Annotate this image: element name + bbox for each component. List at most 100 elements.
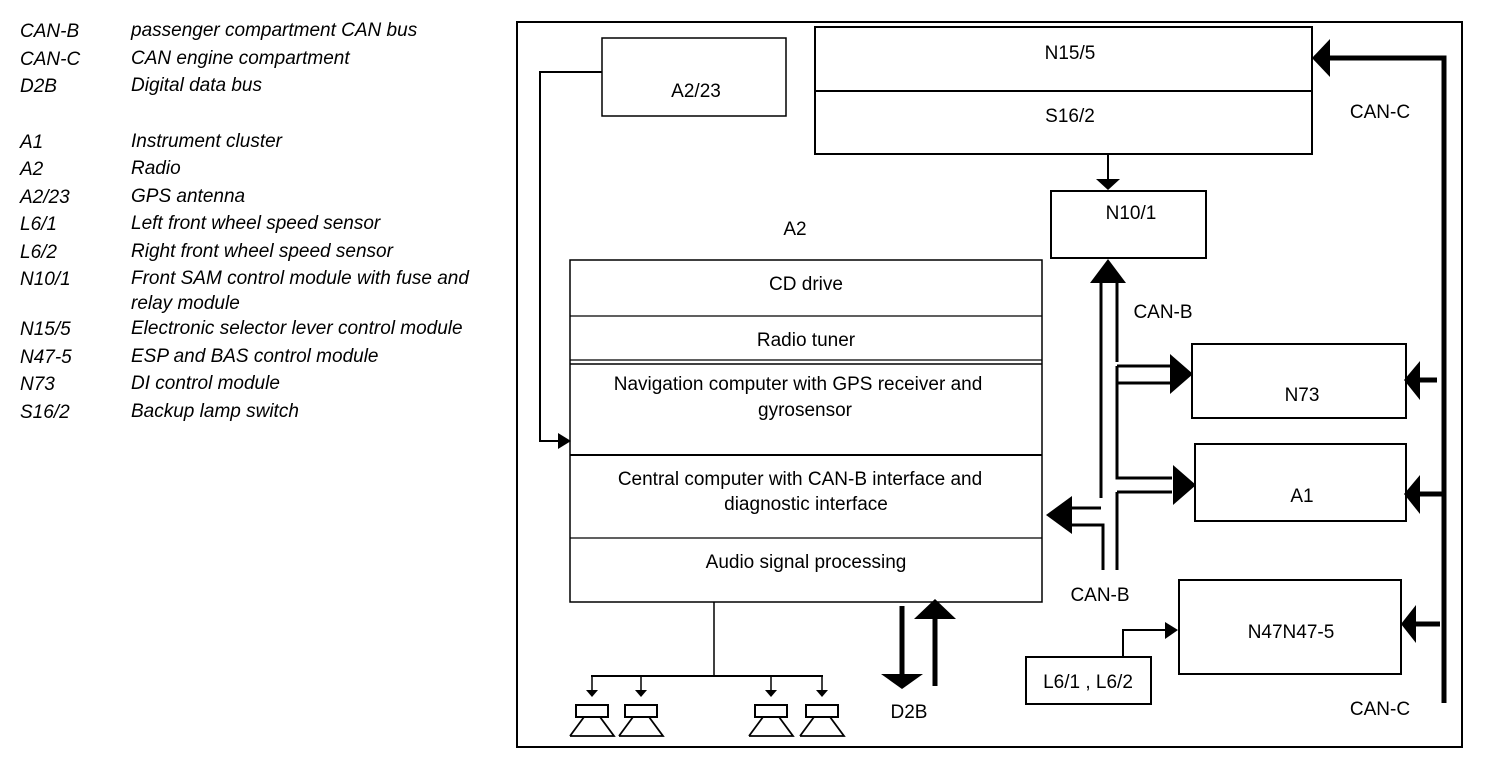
arrow-down-icon (1096, 179, 1120, 190)
n47-block: N47N47-5 (1178, 579, 1402, 675)
arrow-right-icon (558, 433, 571, 449)
arrow-up-icon (914, 599, 956, 619)
can-b-bus (1072, 259, 1172, 570)
s16-2-label: S16/2 (1045, 106, 1095, 127)
nav-computer-label: Navigation computer with GPS receiver an… (614, 374, 983, 395)
legend-code: N15/5 (20, 319, 71, 340)
bus-line (1072, 523, 1105, 570)
arrow-left-icon (1401, 605, 1416, 643)
legend-code: N47-5 (20, 346, 72, 368)
arrow-left-icon (1312, 39, 1330, 77)
n47-label: N47N47-5 (1248, 622, 1335, 643)
can-c-top-label: CAN-C (1350, 102, 1410, 123)
n10-1-box (1050, 190, 1207, 259)
legend: CAN-B passenger compartment CAN bus CAN-… (20, 18, 470, 426)
legend-description: Front SAM control module with fuse and r… (131, 268, 469, 314)
n15-5-label: N15/5 (1045, 43, 1096, 64)
gps-antenna-label: A2/23 (671, 81, 721, 102)
legend-code: CAN-C (20, 48, 81, 70)
diagram-frame (516, 21, 1463, 748)
arrow-up-icon (1090, 259, 1126, 283)
n15-s16-block: N15/5 S16/2 (814, 26, 1313, 155)
legend-entry-can-b: CAN-B passenger compartment CAN bus (20, 18, 470, 46)
legend-description: Backup lamp switch (131, 400, 299, 422)
speaker-icon (799, 676, 846, 737)
can-c-bus-line (1314, 55, 1447, 703)
n73-block: N73 (1191, 343, 1407, 419)
speakers (569, 676, 846, 737)
legend-entry-a2-23: A2/23 GPS antenna (20, 184, 470, 212)
legend-entry-d2b: D2B Digital data bus (20, 73, 470, 101)
legend-description: Instrument cluster (131, 130, 282, 152)
n10-1-label: N10/1 (1106, 203, 1157, 224)
central-computer-label-2: diagnostic interface (724, 494, 888, 515)
arrow-down-icon (881, 674, 923, 689)
legend-description: Right front wheel speed sensor (131, 240, 393, 262)
n73-label: N73 (1285, 385, 1320, 406)
legend-entry-l6-1: L6/1 Left front wheel speed sensor (20, 211, 470, 239)
legend-entry-n73: N73 DI control module (20, 371, 470, 399)
n10-1-block: N10/1 (1050, 190, 1207, 259)
legend-description: Electronic selector lever control module (131, 318, 463, 339)
wheel-sensors-block: L6/1 , L6/2 (1025, 656, 1152, 705)
legend-description: Radio (131, 158, 181, 179)
arrow-right-icon (1170, 354, 1193, 394)
legend-description: passenger compartment CAN bus (131, 20, 418, 41)
legend-entry-n47-5: N47-5 ESP and BAS control module (20, 344, 470, 372)
can-c-bottom-label: CAN-C (1350, 699, 1410, 720)
speaker-icon (748, 676, 795, 737)
a1-label: A1 (1290, 486, 1313, 507)
legend-entry-n15-5: N15/5 Electronic selector lever control … (20, 316, 470, 344)
legend-code: L6/2 (20, 241, 57, 263)
legend-entry-s16-2: S16/2 Backup lamp switch (20, 399, 470, 427)
legend-description: ESP and BAS control module (131, 345, 379, 367)
can-b-top-label: CAN-B (1133, 302, 1192, 323)
legend-code: N73 (20, 374, 55, 395)
gps-antenna-block: A2/23 (601, 37, 787, 117)
legend-code: A2 (20, 159, 44, 180)
sensor-signal-line (1122, 629, 1167, 657)
legend-code: A1 (20, 131, 44, 153)
wheel-sensors-label: L6/1 , L6/2 (1043, 672, 1133, 693)
speaker-icon (618, 676, 665, 737)
legend-code: S16/2 (20, 401, 70, 423)
radio-tuner-label: Radio tuner (757, 330, 856, 351)
legend-code: L6/1 (20, 214, 57, 235)
bus-line (1115, 383, 1172, 480)
legend-description: DI control module (131, 373, 280, 394)
d2b-label: D2B (891, 702, 928, 723)
speaker-icon (569, 676, 616, 737)
radio-box (569, 259, 1043, 603)
gps-antenna-box (601, 37, 787, 117)
legend-entry-n10-1: N10/1 Front SAM control module with fuse… (20, 266, 470, 316)
legend-code: A2/23 (20, 186, 70, 208)
arrow-right-icon (1165, 622, 1178, 639)
audio-processing-label: Audio signal processing (706, 552, 907, 573)
arrow-right-icon (1173, 465, 1196, 505)
legend-code: CAN-B (20, 21, 80, 42)
legend-description: Digital data bus (131, 75, 262, 96)
n73-box (1191, 343, 1407, 419)
radio-block: CD drive Radio tuner Navigation computer… (569, 259, 1043, 603)
cd-drive-label: CD drive (769, 274, 843, 295)
gps-signal-line (539, 71, 602, 442)
legend-entry-a2: A2 Radio (20, 156, 470, 184)
arrow-left-icon (1046, 496, 1072, 534)
a1-block: A1 (1194, 443, 1407, 522)
legend-entry-l6-2: L6/2 Right front wheel speed sensor (20, 239, 470, 267)
legend-description: Left front wheel speed sensor (131, 213, 381, 234)
can-b-bottom-label: CAN-B (1070, 585, 1129, 606)
arrow-left-icon (1404, 475, 1420, 514)
legend-code: D2B (20, 76, 57, 97)
radio-label: A2 (783, 219, 806, 240)
central-computer-label: Central computer with CAN-B interface an… (618, 469, 982, 490)
wheel-sensors-box (1025, 656, 1152, 705)
n47-box (1178, 579, 1402, 675)
legend-code: N10/1 (20, 269, 71, 290)
legend-entry-a1: A1 Instrument cluster (20, 129, 470, 157)
arrow-left-icon (1404, 361, 1420, 400)
legend-description: CAN engine compartment (131, 47, 350, 69)
a1-box (1194, 443, 1407, 522)
legend-description: GPS antenna (131, 185, 246, 207)
